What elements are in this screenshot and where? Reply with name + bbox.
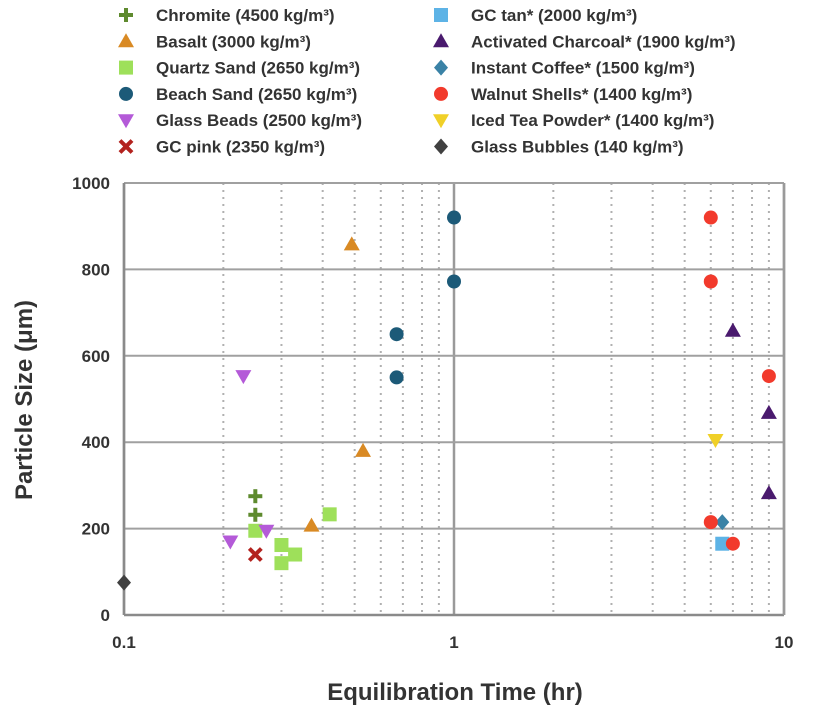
legend-marker	[434, 8, 448, 22]
data-point	[274, 556, 289, 571]
axes	[122, 183, 786, 617]
legend-item: Iced Tea Powder* (1400 kg/m³)	[433, 111, 714, 130]
data-point	[248, 507, 263, 522]
y-tick-label: 800	[82, 260, 110, 279]
legend-item: GC tan* (2000 kg/m³)	[434, 6, 637, 25]
data-point	[707, 434, 724, 449]
data-point	[703, 515, 718, 530]
data-point	[117, 574, 131, 591]
y-tick-label: 1000	[72, 174, 110, 193]
legend-marker	[434, 59, 448, 76]
legend-label: Chromite (4500 kg/m³)	[156, 6, 335, 25]
legend-item: Walnut Shells* (1400 kg/m³)	[434, 85, 692, 104]
legend-label: Iced Tea Powder* (1400 kg/m³)	[471, 111, 714, 130]
grid-lines	[122, 182, 786, 616]
legend-marker	[434, 86, 448, 101]
data-point	[222, 535, 239, 550]
legend-label: GC pink (2350 kg/m³)	[156, 138, 325, 157]
data-point	[274, 538, 289, 553]
legend-label: Basalt (3000 kg/m³)	[156, 32, 311, 51]
x-axis-title: Equilibration Time (hr)	[327, 679, 583, 706]
legend-marker	[119, 8, 133, 22]
data-point	[760, 404, 777, 419]
y-axis-title: Particle Size (μm)	[11, 300, 38, 500]
legend-label: Activated Charcoal* (1900 kg/m³)	[471, 32, 736, 51]
data-point	[248, 523, 263, 538]
y-tick-label: 200	[82, 520, 110, 539]
y-tick-label: 0	[101, 606, 110, 625]
data-point	[703, 274, 718, 289]
data-point	[761, 369, 776, 384]
legend-item: Glass Bubbles (140 kg/m³)	[434, 138, 684, 157]
x-stroke	[118, 139, 134, 154]
data-point	[760, 485, 777, 500]
legend-marker	[433, 33, 449, 48]
y-tick-label: 600	[82, 347, 110, 366]
legend-marker	[118, 33, 134, 48]
x-tick-label: 1	[449, 633, 458, 652]
legend-item: Beach Sand (2650 kg/m³)	[119, 85, 357, 104]
data-point	[724, 322, 741, 337]
legend-label: Quartz Sand (2650 kg/m³)	[156, 59, 360, 78]
legend-label: Walnut Shells* (1400 kg/m³)	[471, 85, 692, 104]
legend-item: Basalt (3000 kg/m³)	[118, 32, 311, 51]
legend-marker	[434, 138, 448, 155]
data-point	[303, 517, 320, 532]
legend-item: Activated Charcoal* (1900 kg/m³)	[433, 32, 736, 51]
y-tick-label: 400	[82, 433, 110, 452]
data-point	[343, 236, 360, 251]
legend-label: Glass Beads (2500 kg/m³)	[156, 111, 362, 130]
legend: Chromite (4500 kg/m³) Basalt (3000 kg/m³)…	[118, 6, 736, 157]
data-point	[247, 547, 263, 562]
data-point	[235, 370, 252, 385]
legend-item: Chromite (4500 kg/m³)	[119, 6, 335, 25]
legend-item: GC pink (2350 kg/m³)	[118, 138, 325, 157]
legend-item: Glass Beads (2500 kg/m³)	[118, 111, 362, 130]
data-point	[447, 210, 461, 225]
x-tick-label: 10	[775, 633, 794, 652]
legend-marker	[433, 114, 449, 129]
data-point	[389, 370, 404, 385]
data-point	[447, 274, 461, 289]
legend-label: Glass Bubbles (140 kg/m³)	[471, 138, 684, 157]
data-point	[288, 547, 303, 562]
data-point	[715, 536, 730, 551]
data-points	[117, 210, 777, 591]
data-point	[389, 327, 404, 342]
legend-marker	[118, 139, 134, 154]
x-tick-label: 0.1	[112, 633, 136, 652]
legend-marker	[119, 60, 133, 75]
data-point	[715, 514, 730, 531]
data-point	[703, 210, 718, 225]
data-point	[258, 524, 275, 539]
legend-marker	[119, 86, 133, 101]
legend-label: Instant Coffee* (1500 kg/m³)	[471, 59, 695, 78]
x-stroke	[247, 547, 263, 562]
data-point	[248, 489, 263, 504]
legend-marker	[118, 114, 134, 129]
legend-label: Beach Sand (2650 kg/m³)	[156, 85, 357, 104]
tick-labels: 0.1 1 10 0 200 400 600 800 1000	[72, 174, 793, 652]
legend-label: GC tan* (2000 kg/m³)	[471, 6, 637, 25]
legend-item: Quartz Sand (2650 kg/m³)	[119, 59, 360, 78]
data-point	[355, 442, 372, 457]
legend-item: Instant Coffee* (1500 kg/m³)	[434, 59, 695, 78]
data-point	[322, 507, 337, 522]
data-point	[725, 536, 740, 551]
